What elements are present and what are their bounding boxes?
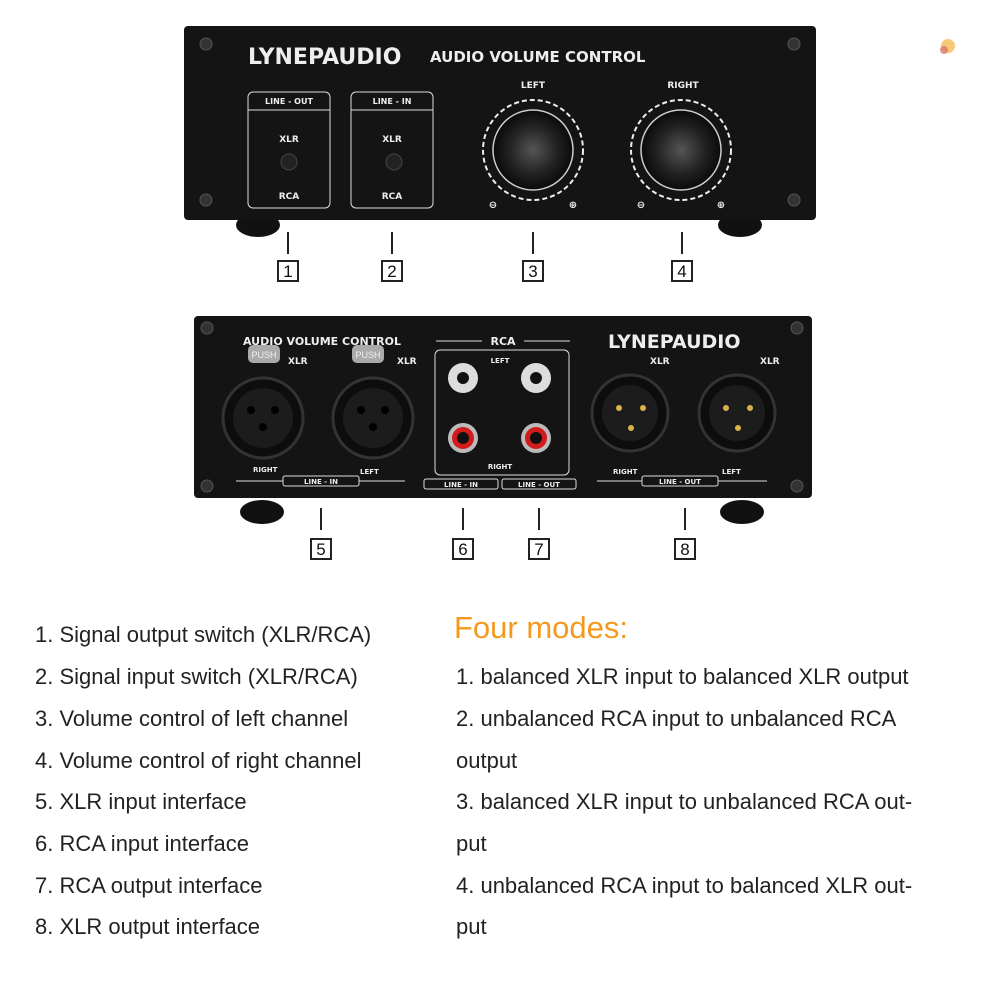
- plus-icon: ⊕: [717, 200, 725, 211]
- mode-line: put: [456, 831, 487, 856]
- xlr-output-left: [697, 373, 777, 453]
- xlr-input-left: PUSH: [331, 345, 415, 460]
- callout-4: 4: [671, 260, 693, 282]
- callout-1: 1: [277, 260, 299, 282]
- xlr-label: XLR: [397, 357, 417, 367]
- callout-7: 7: [528, 538, 550, 560]
- feature-item: 8. XLR output interface: [35, 914, 261, 939]
- minus-icon: ⊖: [637, 200, 645, 211]
- right-volume-knob[interactable]: [640, 109, 722, 191]
- line-in-label: LINE - IN: [444, 481, 478, 489]
- line-in-label: LINE - IN: [304, 478, 338, 486]
- rear-brand-logo: LYNEPAUDIO: [608, 331, 741, 353]
- rca-label: RCA: [279, 192, 300, 202]
- minus-icon: ⊖: [489, 200, 497, 211]
- line-out-label: LINE - OUT: [265, 97, 313, 106]
- left-label: LEFT: [521, 81, 546, 91]
- xlr-label: XLR: [279, 135, 299, 145]
- svg-text:PUSH: PUSH: [251, 350, 276, 360]
- xlr-label: XLR: [288, 357, 308, 367]
- rear-title: AUDIO VOLUME CONTROL: [243, 335, 401, 348]
- feature-item: 5. XLR input interface: [35, 789, 247, 814]
- front-title: AUDIO VOLUME CONTROL: [430, 48, 646, 66]
- mode-line: 1. balanced XLR input to balanced XLR ou…: [456, 664, 909, 689]
- right-label: RIGHT: [613, 468, 638, 476]
- feature-item: 6. RCA input interface: [35, 831, 250, 856]
- xlr-output-right: [590, 373, 670, 453]
- left-volume-knob[interactable]: [492, 109, 574, 191]
- plus-icon: ⊕: [569, 200, 577, 211]
- feature-item: 7. RCA output interface: [35, 873, 263, 898]
- right-label: RIGHT: [667, 81, 699, 91]
- callout-3: 3: [522, 260, 544, 282]
- modes-heading: Four modes:: [454, 610, 629, 645]
- mode-line: 4. unbalanced RCA input to balanced XLR …: [456, 873, 913, 898]
- xlr-input-right: PUSH: [221, 345, 305, 460]
- line-in-label: LINE - IN: [373, 97, 412, 106]
- feature-item: 1. Signal output switch (XLR/RCA): [35, 622, 372, 647]
- mode-line: 3. balanced XLR input to unbalanced RCA …: [456, 789, 913, 814]
- svg-text:PUSH: PUSH: [355, 350, 380, 360]
- feature-item: 4. Volume control of right channel: [35, 748, 362, 773]
- right-label: RIGHT: [488, 463, 513, 471]
- input-switch-button[interactable]: [385, 153, 403, 171]
- xlr-label: XLR: [650, 357, 670, 367]
- rear-panel: AUDIO VOLUME CONTROL LYNEPAUDIO RCA PUSH…: [194, 316, 812, 524]
- watermark-icon: [940, 39, 955, 54]
- left-label: LEFT: [722, 468, 741, 476]
- callout-2: 2: [381, 260, 403, 282]
- mode-line: put: [456, 914, 487, 939]
- callout-8: 8: [674, 538, 696, 560]
- xlr-label: XLR: [382, 135, 402, 145]
- front-panel: LYNEPAUDIO AUDIO VOLUME CONTROL LINE - O…: [184, 26, 816, 237]
- rca-heading: RCA: [490, 335, 516, 348]
- xlr-label: XLR: [760, 357, 780, 367]
- feature-item: 2. Signal input switch (XLR/RCA): [35, 664, 358, 689]
- left-label: LEFT: [360, 468, 379, 476]
- mode-line: output: [456, 748, 518, 773]
- callout-5: 5: [310, 538, 332, 560]
- right-label: RIGHT: [253, 466, 278, 474]
- front-brand-logo: LYNEPAUDIO: [248, 45, 401, 70]
- callout-6: 6: [452, 538, 474, 560]
- line-out-label: LINE - OUT: [659, 478, 701, 486]
- rca-label: RCA: [382, 192, 403, 202]
- left-label: LEFT: [491, 357, 510, 365]
- feature-item: 3. Volume control of left channel: [35, 706, 349, 731]
- line-out-label: LINE - OUT: [518, 481, 560, 489]
- rca-jacks: [448, 363, 551, 453]
- mode-line: 2. unbalanced RCA input to unbalanced RC…: [456, 706, 897, 731]
- output-switch-button[interactable]: [280, 153, 298, 171]
